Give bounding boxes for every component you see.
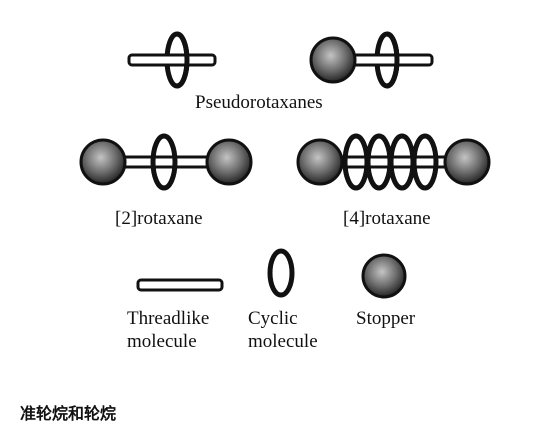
pseudorotaxane-ring-only (127, 31, 217, 89)
ring-front (176, 31, 190, 89)
label-threadlike-2: molecule (127, 331, 197, 352)
label-threadlike-1: Threadlike (127, 308, 210, 329)
legend-stopper-icon (361, 253, 407, 299)
stopper-ball-left (296, 138, 344, 186)
label-4-rotaxane: [4]rotaxane (343, 208, 431, 229)
label-2-rotaxane: [2]rotaxane (115, 208, 203, 229)
label-cyclic-2: molecule (248, 331, 318, 352)
stopper-ball-left (79, 138, 127, 186)
ring-4 (411, 133, 439, 191)
stopper-ball-right (205, 138, 253, 186)
label-cyclic-1: Cyclic (248, 308, 298, 329)
legend-thread-icon (136, 278, 224, 292)
figure-caption: 准轮烷和轮烷 (20, 404, 117, 423)
rotaxane-4-graphic (296, 133, 491, 191)
legend-ring-icon (267, 248, 295, 298)
ring-front (386, 31, 400, 89)
pseudorotaxane-with-stopper (309, 31, 434, 89)
stopper-ball (309, 36, 357, 84)
stopper-ball-right (443, 138, 491, 186)
rotaxane-2-graphic (79, 133, 253, 191)
label-stopper: Stopper (356, 308, 416, 329)
label-pseudorotaxanes: Pseudorotaxanes (195, 92, 323, 113)
ring (150, 133, 178, 191)
thread (127, 53, 217, 67)
